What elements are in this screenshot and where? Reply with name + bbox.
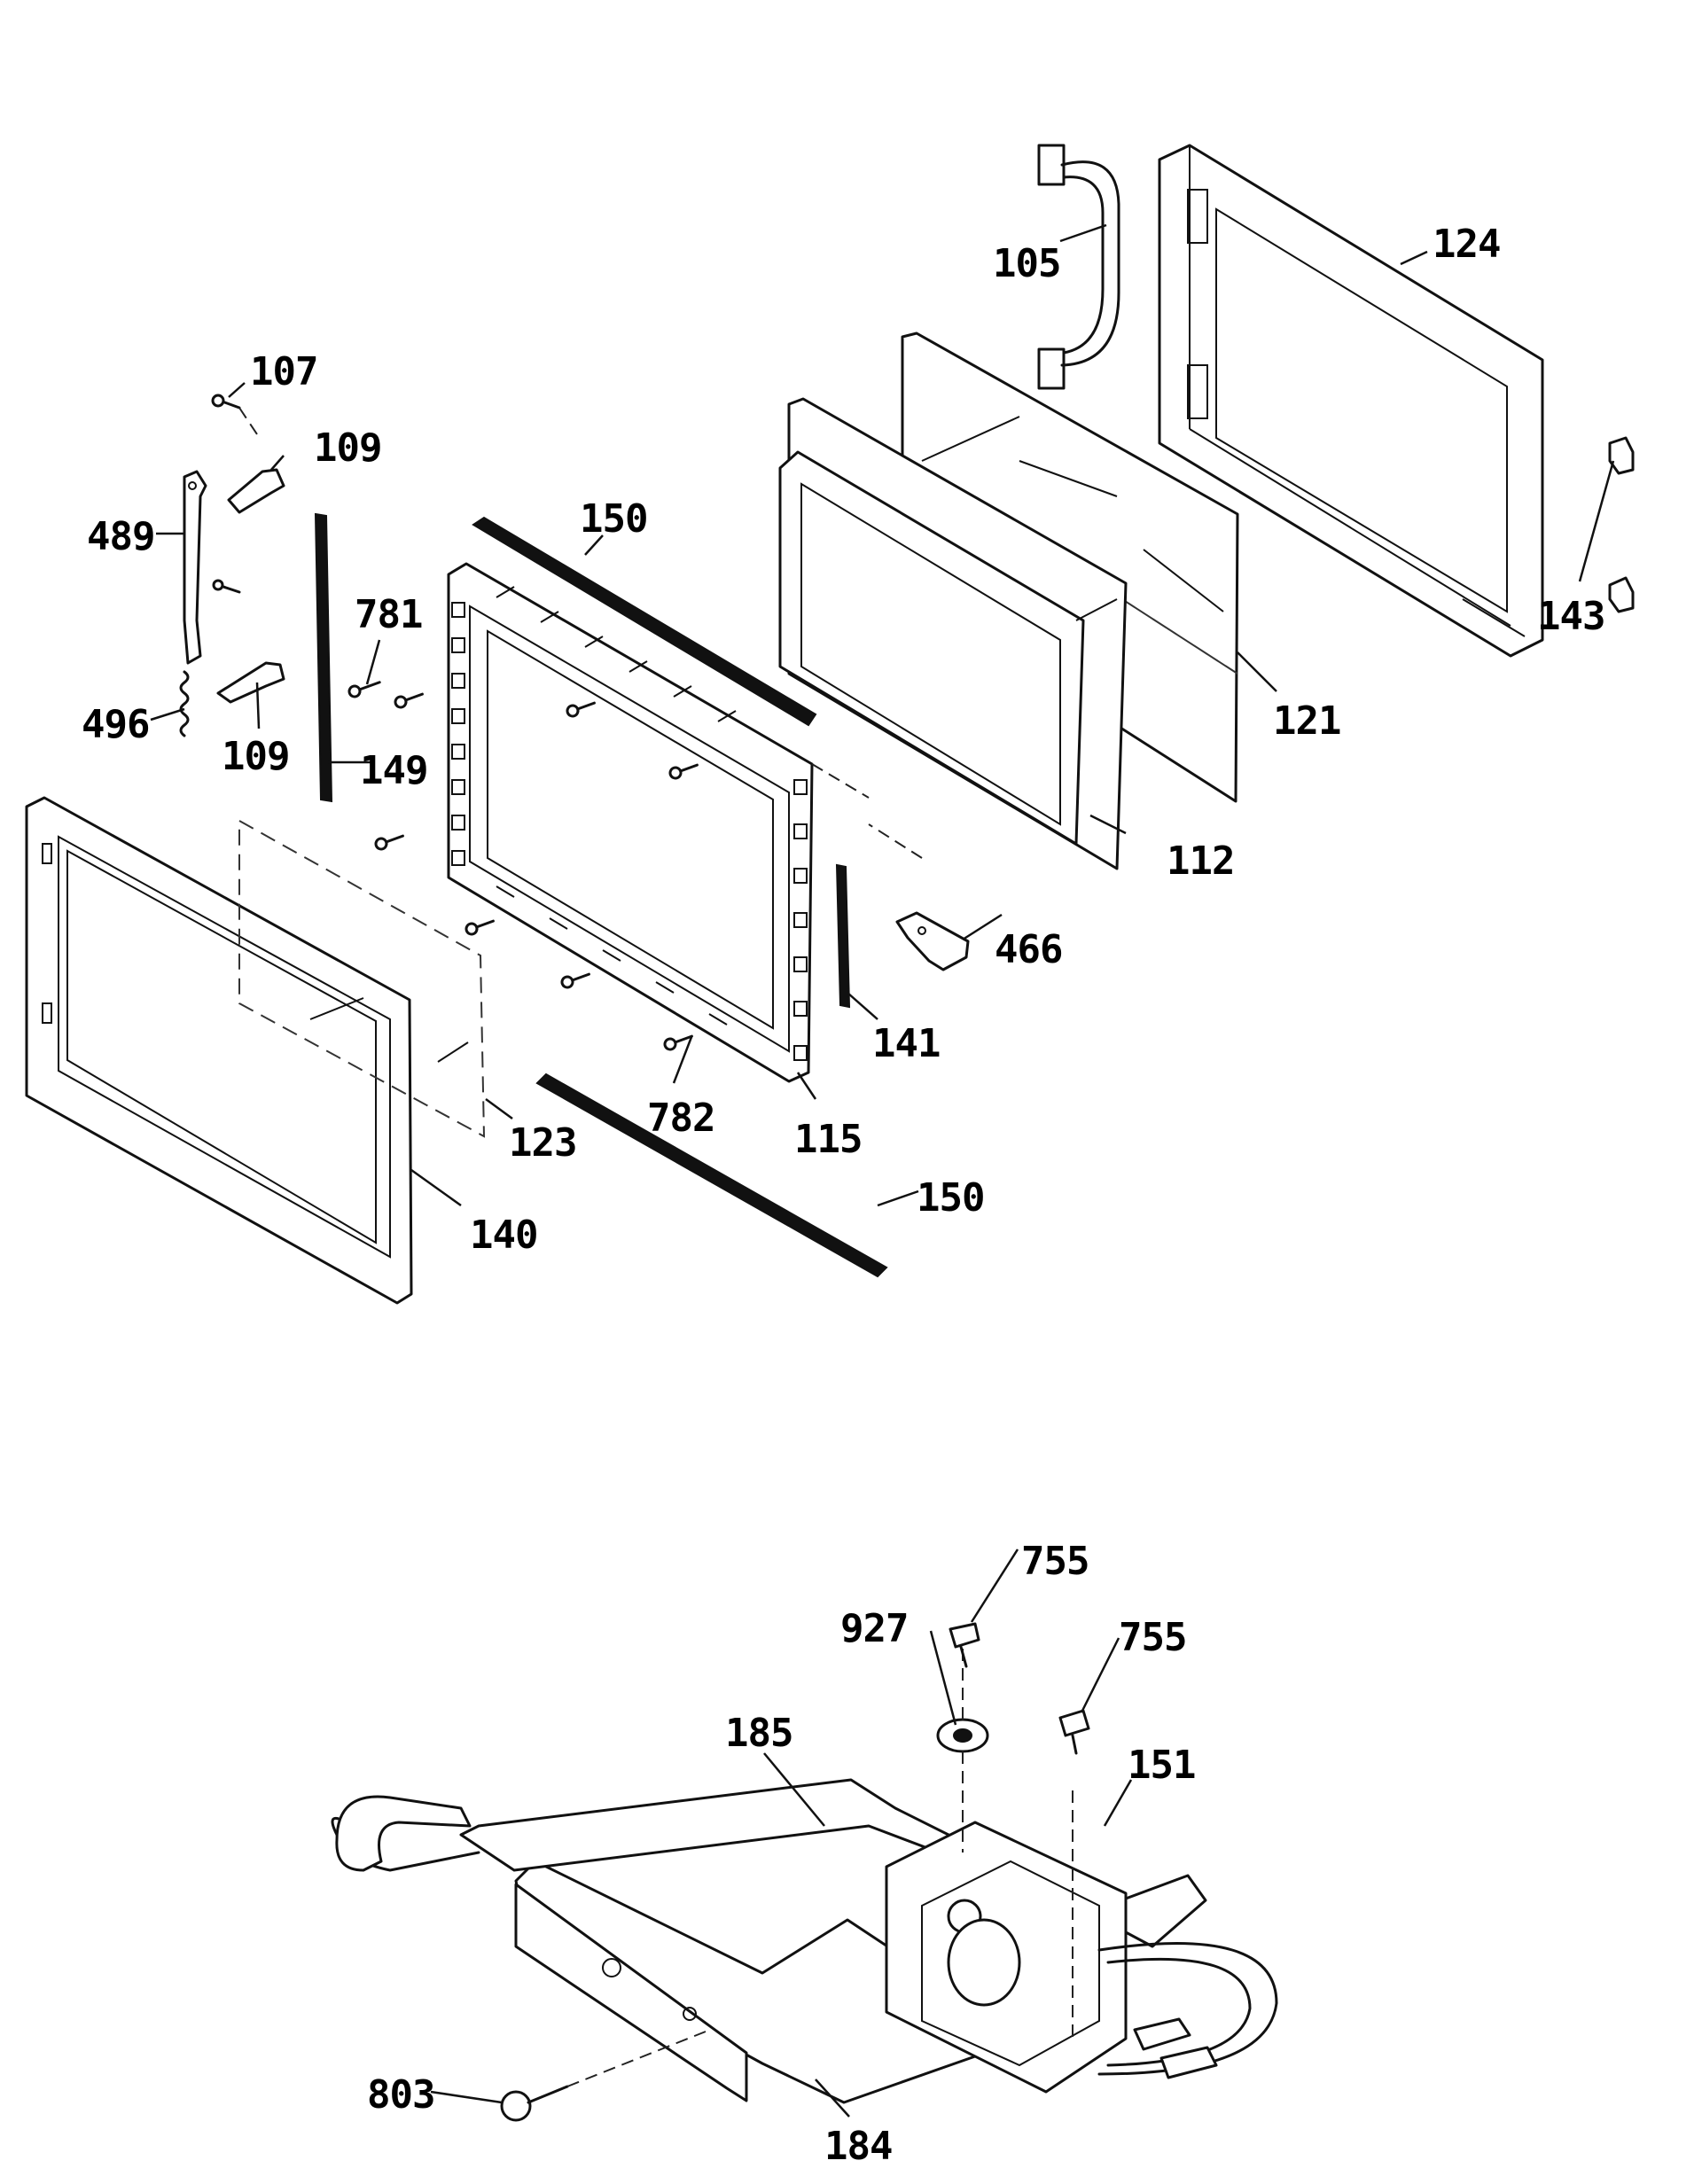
part-150-strip-top xyxy=(472,516,817,727)
part-141-strip xyxy=(835,863,851,1009)
part-123-glass xyxy=(238,819,486,1138)
label-149: 149 xyxy=(360,748,427,793)
label-109-bottom: 109 xyxy=(222,734,289,779)
part-185-arm xyxy=(331,1778,968,1872)
label-107: 107 xyxy=(250,349,317,394)
label-781: 781 xyxy=(355,592,422,637)
label-185: 185 xyxy=(725,1711,792,1756)
label-755-right: 755 xyxy=(1119,1615,1186,1660)
part-143-clips xyxy=(1608,436,1635,613)
label-184: 184 xyxy=(824,2124,892,2169)
part-105-handle xyxy=(1037,144,1120,390)
part-109-bracket-top xyxy=(227,468,285,514)
label-927: 927 xyxy=(840,1606,908,1651)
label-115: 115 xyxy=(794,1117,862,1162)
leader-lines xyxy=(150,223,1615,2118)
label-782: 782 xyxy=(647,1096,714,1141)
part-782-screw xyxy=(663,1034,693,1051)
part-109-bracket-bottom xyxy=(212,579,285,704)
part-927-washer xyxy=(936,1649,989,1852)
label-109-top: 109 xyxy=(314,425,381,471)
part-140-door-panel xyxy=(25,796,413,1305)
part-184-bracket xyxy=(514,1860,986,2104)
label-489: 489 xyxy=(87,514,154,559)
label-150-top: 150 xyxy=(580,496,647,542)
part-466-bracket xyxy=(868,823,970,971)
label-466: 466 xyxy=(995,927,1062,972)
label-140: 140 xyxy=(470,1213,537,1258)
label-141: 141 xyxy=(872,1021,940,1066)
part-803-screw xyxy=(500,2031,707,2122)
label-755-top: 755 xyxy=(1021,1539,1089,1584)
part-496-spring xyxy=(179,670,190,737)
label-496: 496 xyxy=(82,702,149,747)
label-143: 143 xyxy=(1537,594,1604,639)
part-755-screw-a xyxy=(949,1622,980,1668)
part-150-strip-bottom xyxy=(535,1072,888,1278)
part-151-motor xyxy=(885,1790,1278,2094)
label-105: 105 xyxy=(993,241,1060,286)
part-115-inner-frame xyxy=(447,562,870,1083)
label-150-bottom: 150 xyxy=(917,1175,984,1221)
label-803: 803 xyxy=(367,2072,434,2118)
part-124-door-frame xyxy=(1158,144,1544,658)
label-121: 121 xyxy=(1273,698,1340,744)
label-112: 112 xyxy=(1167,838,1234,884)
label-124: 124 xyxy=(1433,222,1500,267)
part-489-lever xyxy=(183,470,207,665)
label-151: 151 xyxy=(1128,1743,1195,1788)
label-123: 123 xyxy=(509,1120,576,1166)
part-107-screw xyxy=(211,394,258,435)
part-781-screws xyxy=(347,681,699,989)
part-149-strip xyxy=(314,512,333,803)
part-112-choke-frame xyxy=(778,397,1128,870)
part-labels: 105 124 107 109 489 150 781 143 121 496 … xyxy=(82,222,1605,2169)
part-755-screw-b xyxy=(1058,1709,1090,1755)
